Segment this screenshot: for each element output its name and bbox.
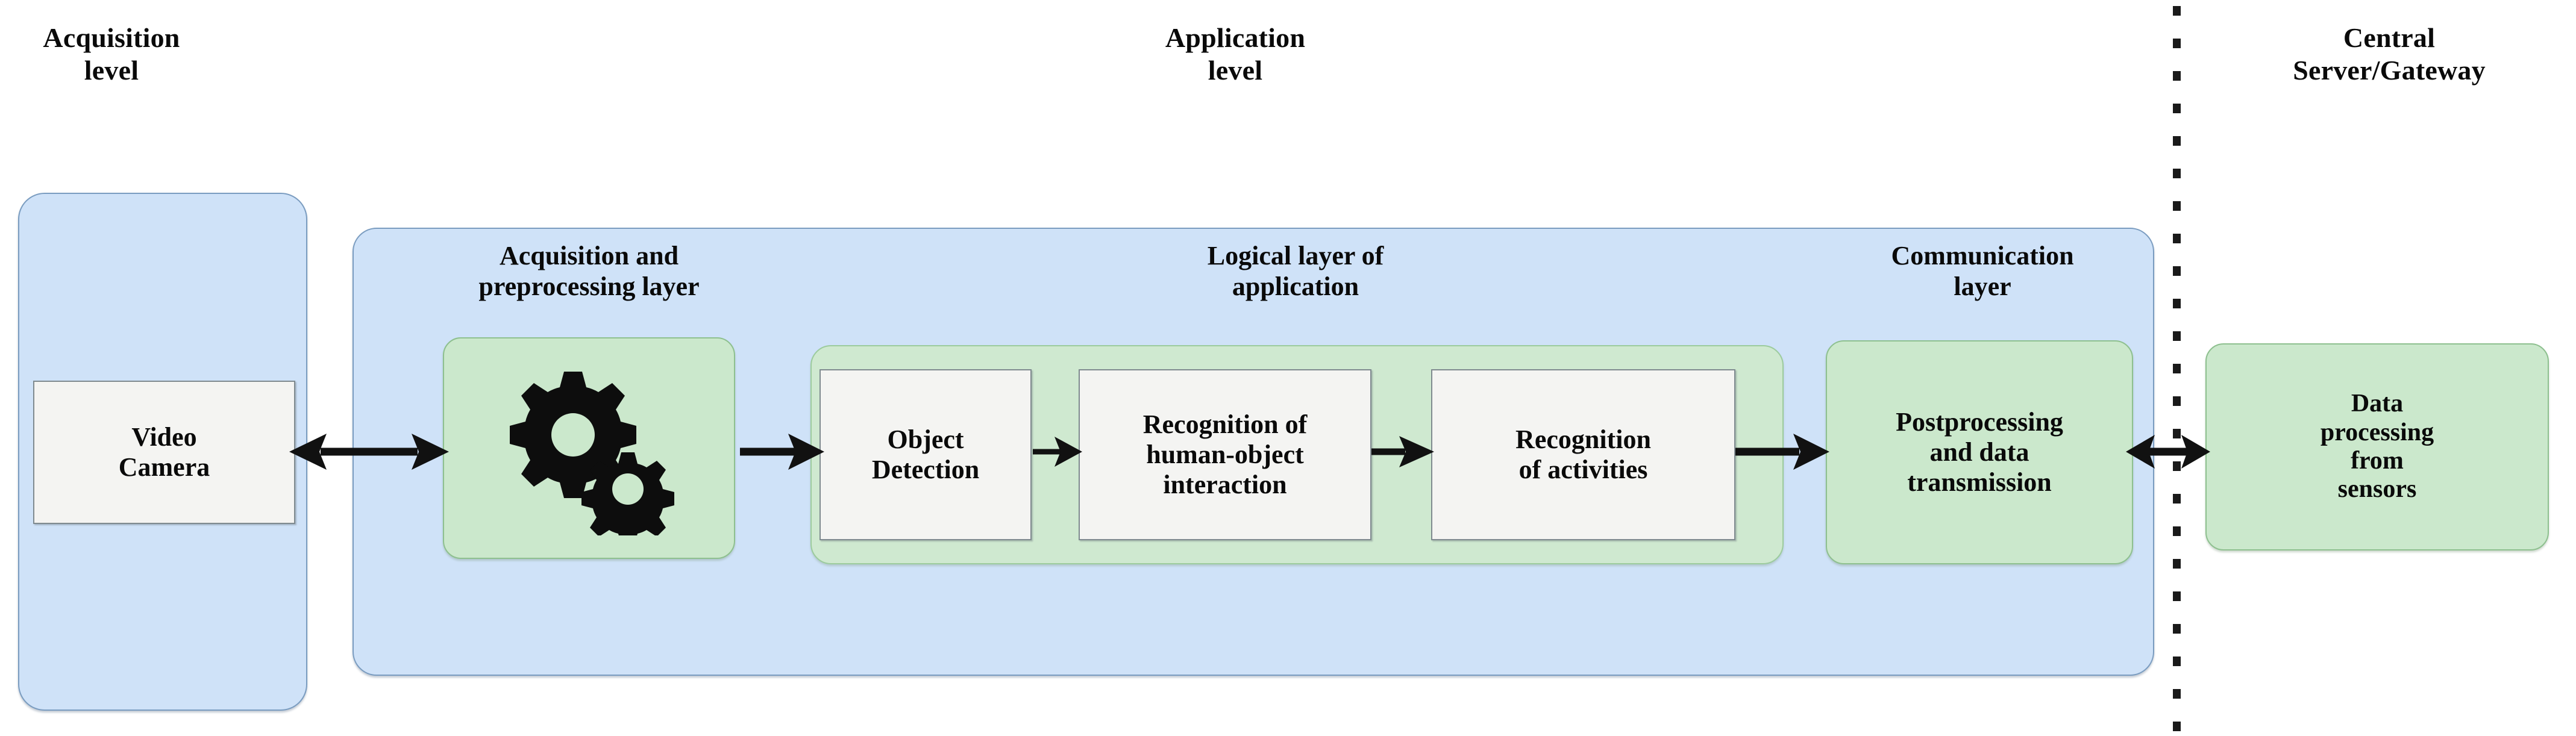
object-detection-node[interactable]: Object Detection [819, 369, 1032, 540]
gears-icon [499, 361, 680, 545]
data-processing-label: Data processing from sensors [2320, 390, 2434, 504]
acquisition-preprocessing-layer-title: Acquisition and preprocessing layer [478, 241, 700, 301]
postprocessing-node[interactable]: Postprocessing and data transmission [1826, 340, 2133, 564]
arrow-preprocessing-to-object-detection [740, 434, 824, 470]
application-level-title: Application level [1165, 22, 1306, 86]
human-object-interaction-node[interactable]: Recognition of human-object interaction [1079, 369, 1371, 540]
preprocessing-block[interactable] [443, 337, 735, 559]
arrow-postprocessing-to-gateway [2126, 435, 2210, 469]
data-processing-node[interactable]: Data processing from sensors [2205, 343, 2549, 550]
boundary-dotted-line [2173, 6, 2181, 732]
video-camera-label: Video Camera [118, 422, 210, 482]
arrow-activities-to-postprocessing [1735, 434, 1829, 470]
video-camera-node[interactable]: Video Camera [33, 381, 295, 524]
arrow-interaction-to-activities [1371, 436, 1434, 467]
logical-layer-title: Logical layer of application [1207, 241, 1384, 301]
human-object-interaction-label: Recognition of human-object interaction [1142, 410, 1308, 499]
communication-layer-title: Communication layer [1891, 241, 2074, 301]
object-detection-label: Object Detection [871, 425, 980, 484]
acquisition-level-title: Acquisition level [43, 22, 180, 86]
postprocessing-label: Postprocessing and data transmission [1896, 407, 2063, 497]
activity-recognition-label: Recognition of activities [1515, 425, 1651, 484]
activity-recognition-node[interactable]: Recognition of activities [1431, 369, 1735, 540]
arrow-object-detection-to-interaction [1033, 437, 1082, 467]
central-server-level-title: Central Server/Gateway [2293, 22, 2486, 86]
arrow-camera-to-preprocessing [289, 434, 449, 470]
